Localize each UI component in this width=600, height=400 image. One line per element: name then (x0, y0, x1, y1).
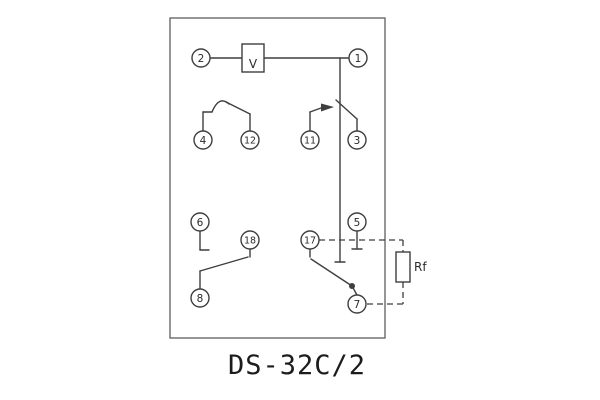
resistor-rf (395, 251, 411, 283)
svg-text:11: 11 (304, 136, 316, 147)
svg-text:18: 18 (244, 236, 256, 247)
terminal-3: 3 (347, 130, 367, 150)
contact-blade (335, 99, 358, 120)
svg-text:4: 4 (200, 135, 207, 147)
terminal-6: 6 (190, 212, 210, 232)
terminal-8: 8 (190, 288, 210, 308)
svg-text:2: 2 (198, 53, 205, 65)
svg-text:17: 17 (304, 236, 316, 247)
rf-label: Rf (414, 260, 427, 274)
coil-box (241, 43, 265, 73)
terminal-5: 5 (347, 212, 367, 232)
arrow-icon (321, 103, 334, 112)
svg-text:3: 3 (354, 135, 361, 147)
external-resistor-circuit: Rf (319, 239, 427, 305)
coil-symbol: V (241, 43, 265, 73)
terminal-7: 7 (347, 294, 367, 314)
terminal-17: 17 (300, 230, 320, 250)
svg-text:7: 7 (354, 299, 361, 311)
terminal-2: 2 (191, 48, 211, 68)
terminal-12: 12 (240, 130, 260, 150)
terminal-1: 1 (348, 48, 368, 68)
junction-dot (349, 283, 355, 289)
svg-text:1: 1 (355, 53, 362, 65)
terminal-18: 18 (240, 230, 260, 250)
arrow-shaft (309, 107, 322, 113)
internal-wiring (199, 57, 363, 296)
terminals: 2 1 4 12 11 3 (190, 48, 368, 314)
contact-blade (310, 258, 353, 287)
diagram-title: DS-32C/2 (228, 350, 366, 381)
relay-case-border (169, 17, 386, 339)
svg-text:8: 8 (197, 293, 204, 305)
terminal-4: 4 (193, 130, 213, 150)
contact-blade (225, 101, 251, 115)
svg-text:5: 5 (354, 217, 361, 229)
svg-text:12: 12 (244, 136, 256, 147)
contact-blade (199, 256, 249, 272)
coil-label: V (249, 57, 258, 71)
svg-text:6: 6 (197, 217, 204, 229)
terminal-11: 11 (300, 130, 320, 150)
